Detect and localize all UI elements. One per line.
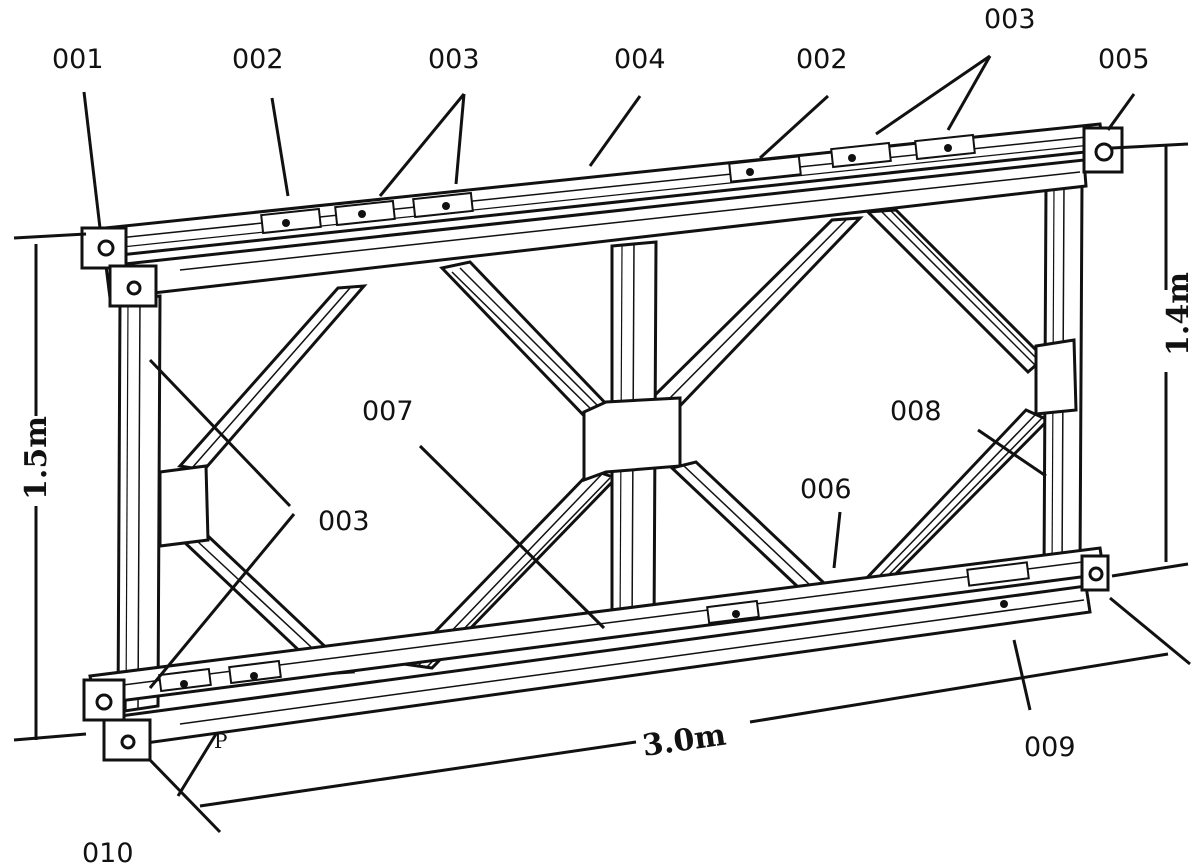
label-010: 010 (82, 838, 134, 867)
leader-005 (1106, 93, 1136, 131)
small-mark: P (214, 729, 227, 753)
label-005: 005 (1098, 44, 1150, 75)
leader-006 (832, 511, 842, 569)
bottom-chord (82, 546, 1110, 762)
top-chord (80, 122, 1124, 308)
leader-002b (758, 94, 830, 160)
label-008: 008 (890, 396, 942, 427)
leader-002a (270, 97, 290, 197)
label-003-left: 003 (428, 44, 480, 75)
leader-001 (82, 91, 102, 229)
centre-gusset (582, 396, 682, 483)
dimension-lines (13, 142, 1191, 808)
label-003-lower: 003 (318, 506, 370, 537)
top-left-lower-block (108, 264, 158, 308)
label-007: 007 (362, 396, 414, 427)
leader-lines (82, 54, 1136, 834)
label-003-right: 003 (984, 4, 1036, 35)
dimension-labels: 1.5m 1.4m 3.0m (19, 272, 1196, 764)
right-gusset (1034, 338, 1078, 416)
leader-004 (588, 95, 642, 167)
leader-008 (977, 428, 1047, 478)
left-gusset (158, 464, 210, 548)
label-002-left: 002 (232, 44, 284, 75)
part-labels: 001 002 003 004 002 003 005 007 008 003 … (52, 4, 1150, 867)
diagonal-braces (177, 208, 1051, 676)
label-001: 001 (52, 44, 104, 75)
leader-009 (1012, 639, 1032, 711)
leader-010 (148, 758, 222, 834)
label-004: 004 (614, 44, 666, 75)
leader-003b (946, 55, 992, 131)
label-006: 006 (800, 474, 852, 505)
dimension-height-left: 1.5m (19, 416, 54, 500)
dimension-length: 3.0m (640, 718, 728, 764)
label-009: 009 (1024, 732, 1076, 763)
gusset-plates (158, 338, 1078, 548)
leader-007 (418, 444, 606, 630)
label-002-right: 002 (796, 44, 848, 75)
leader-003a (454, 93, 466, 185)
leader-003c (148, 513, 296, 689)
dimension-height-right: 1.4m (1161, 272, 1196, 356)
